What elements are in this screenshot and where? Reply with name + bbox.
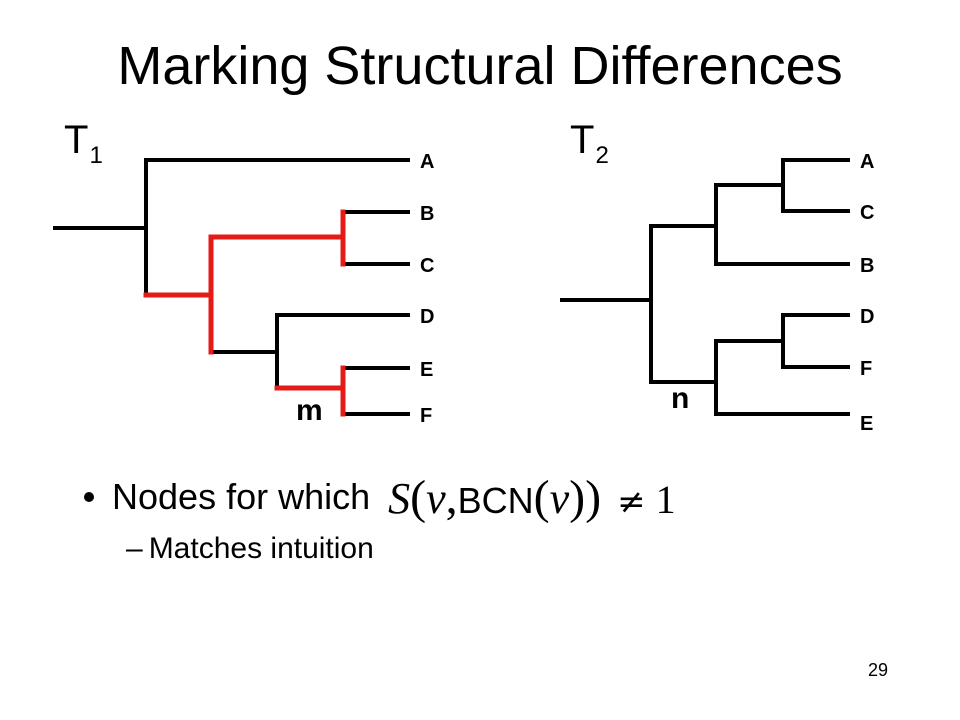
sub-bullet-text: Matches intuition xyxy=(148,532,374,565)
tree1-label: T1 xyxy=(64,120,103,176)
tree1-leaf-label: C xyxy=(420,255,434,277)
tree1-leaf-label: D xyxy=(420,306,434,328)
tree2 xyxy=(560,158,850,416)
tree2-leaf-label: F xyxy=(860,358,872,380)
math-one: 1 xyxy=(655,476,676,522)
math-open-paren: ( xyxy=(410,470,427,524)
bullet-dot-icon xyxy=(84,492,94,502)
page-number: 29 xyxy=(868,660,889,680)
tree2-label-subscript: 2 xyxy=(595,142,609,169)
tree1-label-subscript: 1 xyxy=(89,142,103,169)
tree1-label-letter: T xyxy=(64,118,89,162)
tree1-leaf-label: A xyxy=(420,151,434,173)
bullet-item: Nodes for which S(v,BCN(v))≠1 xyxy=(84,470,676,525)
math-s: S xyxy=(388,473,411,523)
tree1-marked-node-label: m xyxy=(296,394,323,427)
math-not-equal: ≠ xyxy=(617,481,646,522)
tree2-leaf-label: C xyxy=(860,202,874,224)
tree2-label: T2 xyxy=(570,120,609,176)
tree1: A B C D E F m xyxy=(53,151,434,427)
tree2-labels: A C B D F E n xyxy=(671,151,874,435)
math-close-parens: )) xyxy=(569,470,602,524)
tree1-leaf-label: E xyxy=(420,359,433,381)
math-open-paren-inner: ( xyxy=(533,470,550,524)
tree2-marked-node-label: n xyxy=(671,382,689,415)
slide-title: Marking Structural Differences xyxy=(117,36,843,96)
sub-bullet-item: – Matches intuition xyxy=(126,526,374,572)
tree2-leaf-label: B xyxy=(860,255,874,277)
bullet-text: Nodes for which xyxy=(112,476,371,517)
math-v: v xyxy=(426,473,446,523)
tree2-leaf-label: E xyxy=(860,413,873,435)
math-expression: S(v,BCN(v))≠1 xyxy=(388,470,676,525)
math-v-inner: v xyxy=(549,473,570,523)
tree2-leaf-label: A xyxy=(860,151,874,173)
tree1-leaf-label: F xyxy=(420,405,432,427)
sub-bullet-dash: – xyxy=(126,532,143,565)
math-comma: , xyxy=(445,470,458,524)
math-bcn: BCN xyxy=(457,479,534,521)
tree1-leaf-label: B xyxy=(420,203,434,225)
tree2-leaf-label: D xyxy=(860,306,874,328)
tree2-label-letter: T xyxy=(570,118,595,162)
